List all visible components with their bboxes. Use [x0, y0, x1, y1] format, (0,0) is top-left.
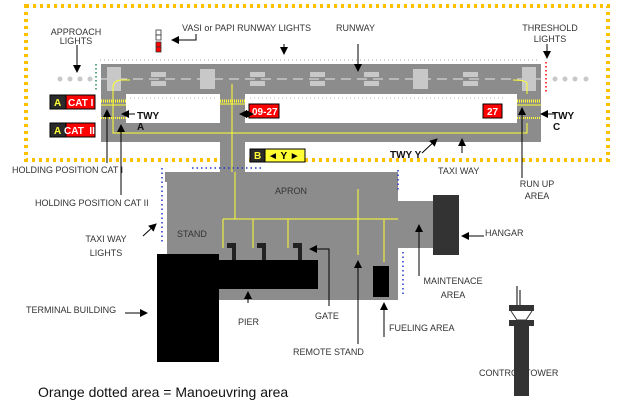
- label-terminal-building: TERMINAL BUILDING: [26, 305, 116, 315]
- gates: [227, 243, 302, 260]
- label-approach-lights-2: LIGHTS: [60, 36, 93, 46]
- terminal-building: [157, 254, 219, 362]
- sign-runway-09-27: 09-27: [248, 103, 280, 119]
- manoeuvring-area-border: [24, 4, 610, 162]
- label-holding-cat2: HOLDING POSITION CAT II: [35, 198, 149, 208]
- hangar: [433, 195, 459, 255]
- label-approach-lights-1: APPROACH: [51, 27, 102, 37]
- label-taxiway-lights-1: TAXI WAY: [85, 234, 126, 244]
- runway-complex: [57, 59, 589, 173]
- fueling-area: [373, 266, 389, 297]
- sign-cat1: A CAT I: [49, 94, 96, 110]
- label-run-up-area-1: RUN UP: [520, 179, 555, 189]
- svg-text:CAT I: CAT I: [68, 98, 94, 109]
- label-twy-c-1: TWY: [552, 111, 575, 122]
- callout-arrows: [73, 34, 555, 344]
- sign-direction-b-y: B ◄ Y ►: [249, 148, 306, 163]
- control-tower: [509, 286, 534, 396]
- label-run-up-area-2: AREA: [525, 191, 550, 201]
- label-maintenance-area-1: MAINTENACE: [423, 276, 482, 286]
- label-fueling-area: FUELING AREA: [389, 323, 455, 333]
- label-taxi-way: TAXI WAY: [438, 166, 479, 176]
- sign-cat2: A CAT II: [49, 122, 96, 138]
- label-twy-y: TWY Y: [390, 150, 422, 161]
- label-twy-a-2: A: [137, 122, 144, 133]
- svg-text:B: B: [254, 151, 261, 162]
- label-threshold-lights-2: LIGHTS: [534, 34, 567, 44]
- label-remote-stand: REMOTE STAND: [293, 347, 364, 357]
- svg-text:27: 27: [487, 107, 499, 118]
- label-pier: PIER: [238, 317, 260, 327]
- sign-runway-27: 27: [482, 103, 503, 119]
- caption: Orange dotted area = Manoeuvring area: [38, 384, 288, 400]
- label-gate: GATE: [315, 311, 339, 321]
- svg-text:A: A: [54, 126, 61, 137]
- label-apron: APRON: [275, 186, 307, 196]
- approach-lights-right: [552, 76, 589, 82]
- label-twy-c-2: C: [553, 122, 560, 133]
- label-stand: STAND: [177, 229, 207, 239]
- pier: [219, 260, 318, 289]
- label-threshold-lights-1: THRESHOLD: [522, 23, 578, 33]
- papi-lights-icon: [155, 29, 162, 53]
- label-maintenance-area-2: AREA: [441, 290, 466, 300]
- label-twy-a-1: TWY: [137, 111, 160, 122]
- label-holding-cat1: HOLDING POSITION CAT I: [12, 165, 123, 175]
- svg-text:CAT II: CAT II: [64, 126, 95, 137]
- label-hangar: HANGAR: [485, 228, 524, 238]
- approach-lights-left: [57, 76, 93, 82]
- label-control-tower: CONTROL TOWER: [479, 368, 559, 378]
- svg-text:09-27: 09-27: [252, 107, 278, 118]
- label-vasi-papi: VASI or PAPI RUNWAY LIGHTS: [182, 23, 311, 33]
- label-runway: RUNWAY: [336, 23, 375, 33]
- svg-text:A: A: [54, 98, 61, 109]
- label-taxiway-lights-2: LIGHTS: [90, 248, 123, 258]
- svg-text:◄ Y ►: ◄ Y ►: [268, 151, 300, 162]
